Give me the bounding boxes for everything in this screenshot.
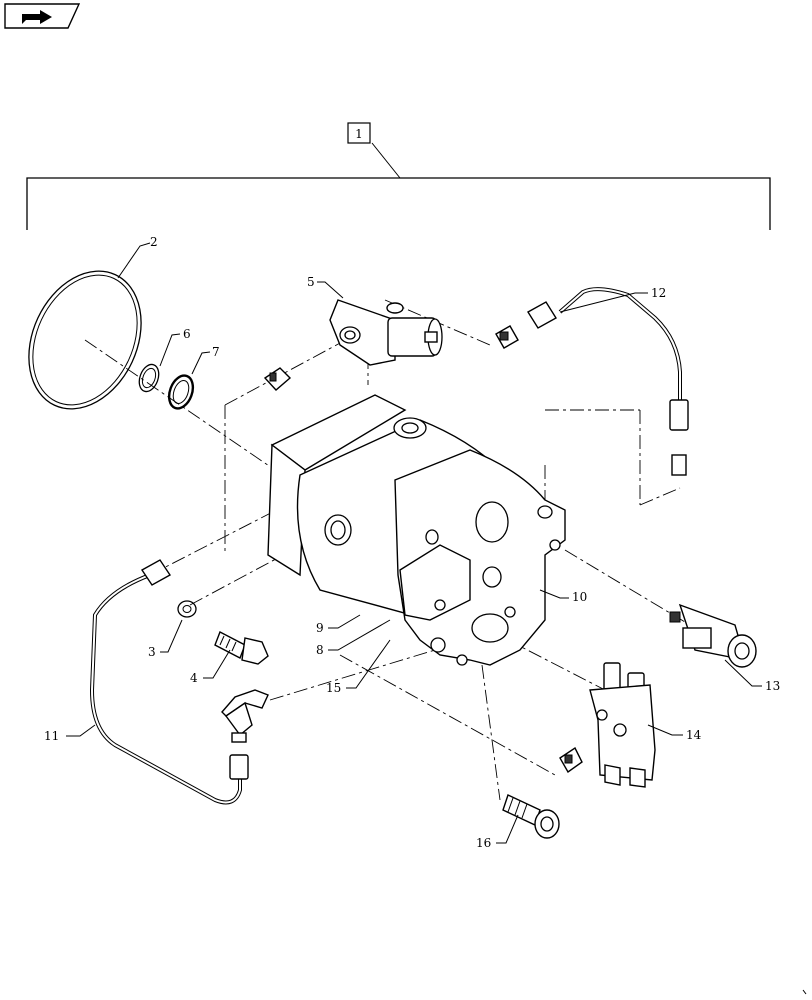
elbow-fitting — [221, 689, 269, 743]
assembly-bracket: 1 — [26, 122, 771, 230]
callout-3: 3 — [148, 645, 156, 659]
adapter-fitting-left — [263, 367, 292, 391]
callout-16: 16 — [476, 836, 491, 850]
o-ring-large — [28, 270, 142, 410]
callout-9: 9 — [316, 621, 324, 635]
callout-leaders — [66, 242, 762, 844]
callout-10: 10 — [572, 590, 587, 604]
callout-labels: 2 6 7 5 12 10 9 8 3 4 15 11 13 14 16 — [44, 235, 780, 850]
callout-11: 11 — [44, 729, 59, 743]
backup-ring — [167, 374, 195, 410]
pump-body — [267, 394, 566, 666]
callout-2: 2 — [150, 235, 158, 249]
tee-fitting — [329, 299, 443, 366]
callout-8: 8 — [316, 643, 324, 657]
valve-block — [589, 662, 656, 788]
callout-5: 5 — [307, 275, 315, 289]
adapter-fitting-center — [495, 325, 519, 349]
callout-12: 12 — [651, 286, 666, 300]
navigation-arrow-icon[interactable] — [4, 3, 81, 29]
bolt-hex — [214, 631, 269, 665]
callout-7: 7 — [212, 345, 220, 359]
tube-assembly-lower — [89, 559, 249, 805]
assembly-callout-label: 1 — [355, 127, 363, 141]
washer — [177, 600, 197, 618]
callout-14: 14 — [686, 728, 702, 742]
tube-assembly-upper — [527, 287, 689, 476]
o-ring-small — [138, 363, 160, 393]
callout-15: 15 — [326, 681, 341, 695]
corner-mark — [802, 989, 807, 995]
solenoid-valve — [669, 603, 757, 668]
callout-6: 6 — [183, 327, 191, 341]
socket-head-screw — [502, 794, 560, 839]
adapter-fitting-lower — [559, 746, 583, 774]
callout-13: 13 — [765, 679, 780, 693]
callout-4: 4 — [190, 671, 198, 685]
